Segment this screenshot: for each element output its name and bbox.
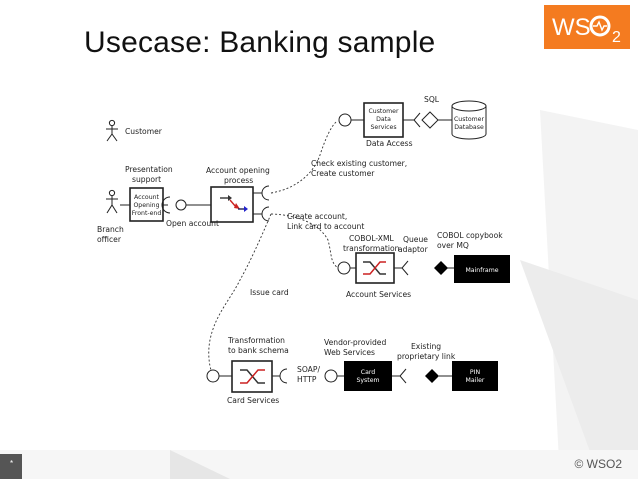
open-account-interface: [161, 196, 211, 214]
wso2-logo: WS 2: [544, 5, 630, 49]
branch-officer-label-2: officer: [97, 235, 122, 244]
vendor-services-label-2: Web Services: [324, 348, 375, 357]
branch-officer-label-1: Branch: [97, 225, 124, 234]
proprietary-link-diamond-icon: [425, 369, 439, 383]
slide-title: Usecase: Banking sample: [84, 26, 436, 59]
card-system-label-2: System: [356, 377, 379, 384]
front-end-label-1: Account: [134, 194, 160, 201]
create-account-connector: [270, 213, 339, 269]
data-access-interface: [338, 113, 352, 127]
check-customer-connector: [270, 121, 337, 194]
customer-database-label-2: Database: [454, 124, 484, 131]
copyright-footer: © WSO2: [574, 457, 622, 471]
mainframe-label: Mainframe: [465, 267, 498, 274]
queue-adaptor-label-1: Queue: [403, 235, 428, 244]
card-services-label: Card Services: [227, 396, 279, 405]
account-opening-process-box: [210, 186, 254, 223]
existing-link-label-2: proprietary link: [397, 352, 456, 361]
vendor-services-label-1: Vendor-provided: [324, 338, 386, 347]
card-system-interface: [324, 369, 338, 383]
cobol-xml-label-1: COBOL-XML: [349, 234, 395, 243]
presentation-support-label-2: support: [132, 175, 161, 184]
logo-pulse-icon: [593, 20, 607, 32]
cobol-copybook-label-1: COBOL copybook: [437, 231, 503, 240]
logo-text-ws: WS: [552, 14, 591, 41]
account-services-label: Account Services: [346, 290, 411, 299]
pin-mailer-box: [452, 361, 498, 391]
create-account-label-2: Link card to account: [287, 222, 364, 231]
transformation-bank-shuffle-icon: [240, 369, 265, 384]
cobol-xml-label-2: transformation: [343, 244, 400, 253]
logo-o-icon: [589, 15, 611, 37]
existing-link-label-1: Existing: [411, 342, 441, 351]
create-account-label-1: Create account,: [287, 212, 347, 221]
cobol-copybook-label-2: over MQ: [437, 241, 469, 250]
front-end-label-2: Opening: [133, 202, 159, 209]
soap-http-label-2: HTTP: [297, 375, 317, 384]
card-system-label-1: Card: [361, 369, 376, 376]
data-access-box-label-3: Services: [370, 124, 396, 131]
page-number: *: [10, 459, 14, 468]
customer-label: Customer: [125, 127, 163, 136]
account-opening-process-label-2: process: [224, 176, 253, 185]
logo-text-2: 2: [612, 29, 621, 46]
data-access-box: [363, 102, 404, 138]
issue-card-connector: [208, 213, 272, 376]
issue-card-label: Issue card: [250, 288, 289, 297]
data-access-label: Data Access: [366, 139, 413, 148]
queue-adaptor-label-2: adaptor: [398, 245, 429, 254]
transformation-shuffle-icon: [363, 261, 386, 275]
process-flow-icon: [220, 195, 248, 212]
mq-connector-diamond-icon: [434, 261, 448, 275]
check-customer-label-2: Create customer: [311, 169, 375, 178]
customer-database-label-1: Customer: [454, 116, 485, 123]
front-end-label-3: Front-end: [132, 210, 162, 217]
card-system-box: [344, 361, 392, 391]
presentation-support-label-1: Presentation: [125, 165, 173, 174]
soap-http-label-1: SOAP/: [297, 365, 320, 374]
process-required-interfaces: [253, 185, 270, 222]
check-customer-label-1: Check existing customer,: [311, 159, 407, 168]
transformation-bank-label-1: Transformation: [227, 336, 285, 345]
data-access-box-label-2: Data: [376, 116, 391, 123]
mainframe-box: [454, 255, 510, 283]
open-account-label: Open account: [166, 219, 219, 228]
pin-mailer-label-1: PIN: [470, 369, 481, 376]
account-opening-process-label-1: Account opening: [206, 166, 270, 175]
account-services-interface: [337, 261, 351, 275]
pin-mailer-label-2: Mailer: [466, 377, 485, 384]
customer-actor-icon: [106, 119, 118, 142]
transformation-bank-label-2: to bank schema: [228, 346, 289, 355]
customer-database-icon: [451, 100, 487, 140]
data-access-box-label-1: Customer: [368, 108, 399, 115]
front-end-box: [129, 187, 164, 222]
sql-label: SQL: [424, 95, 440, 104]
card-services-interface: [206, 369, 220, 383]
sql-connector-diamond-icon: [421, 111, 439, 129]
branch-officer-actor-icon: [106, 189, 118, 214]
